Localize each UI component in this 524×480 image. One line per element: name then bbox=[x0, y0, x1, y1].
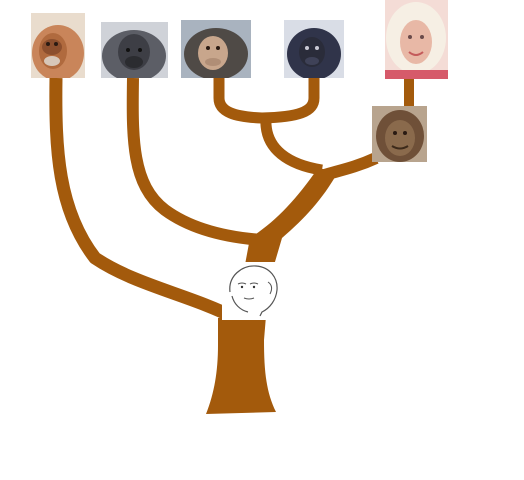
branch-african-apes bbox=[244, 168, 338, 272]
branch-bonobo bbox=[261, 78, 320, 124]
common-ancestor-sketch bbox=[222, 262, 282, 320]
early-hominin-portrait bbox=[372, 106, 427, 162]
orangutan-portrait bbox=[31, 13, 85, 78]
trunk bbox=[206, 316, 276, 414]
human-portrait bbox=[385, 0, 448, 79]
branch-gorilla bbox=[126, 77, 263, 246]
chimpanzee-portrait bbox=[181, 20, 251, 78]
bonobo-portrait bbox=[284, 20, 344, 78]
branch-orangutan bbox=[49, 77, 238, 324]
branch-chimpanzee bbox=[213, 78, 263, 124]
branch-pan-stem bbox=[260, 117, 323, 176]
gorilla-portrait bbox=[101, 22, 168, 78]
